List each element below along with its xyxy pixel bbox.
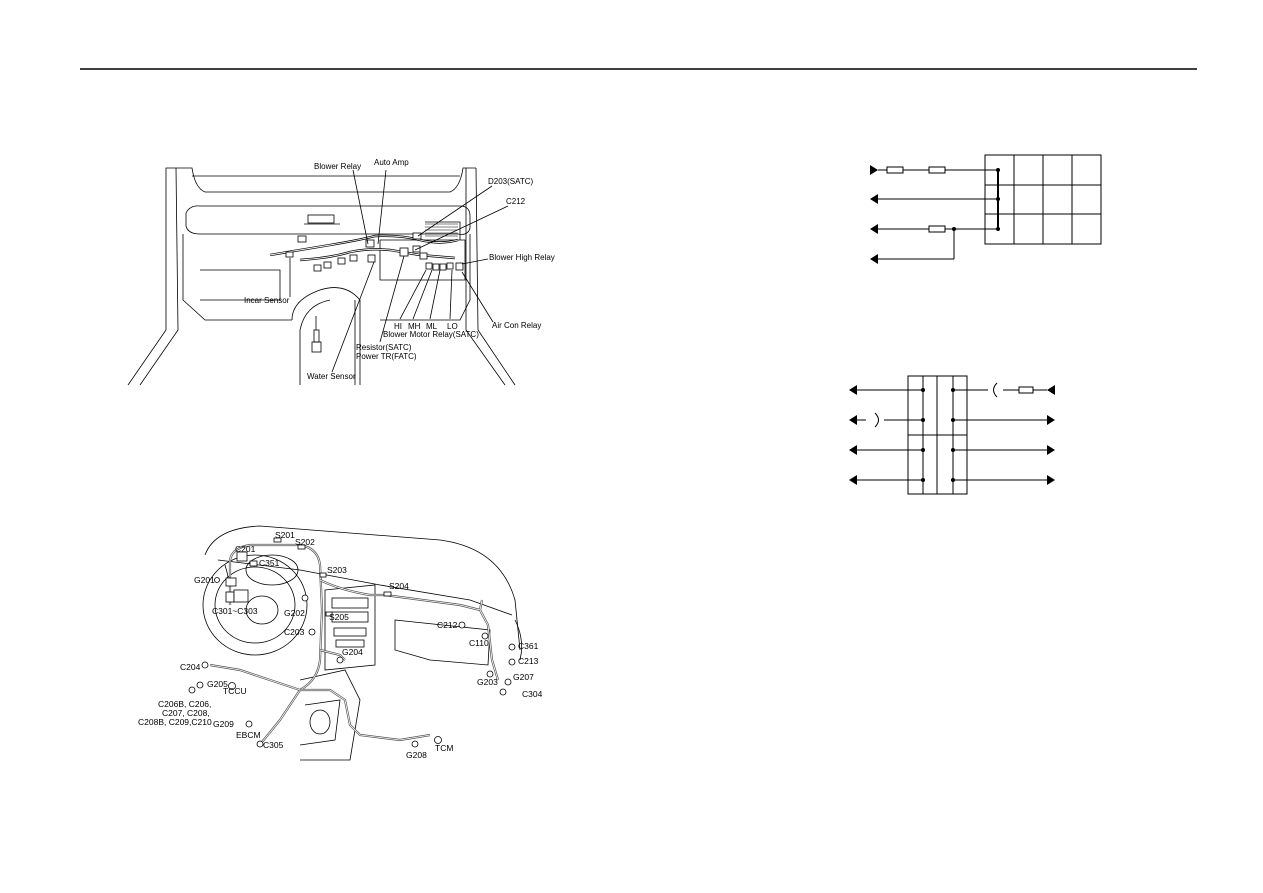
- label-s204: S204: [389, 581, 409, 591]
- label-c361: C361: [518, 641, 539, 651]
- label-c212-bottom: C212: [437, 620, 458, 630]
- label-mh: MH: [408, 322, 421, 331]
- label-resistor: Resistor(SATC): [356, 343, 412, 352]
- label-s203: S203: [327, 565, 347, 575]
- label-g205: G205: [207, 679, 228, 689]
- label-blower-high-relay: Blower High Relay: [489, 253, 555, 262]
- label-c110: C110: [469, 638, 489, 648]
- label-ml: ML: [426, 322, 438, 331]
- schematic-block-2: [849, 375, 1055, 495]
- label-c213: C213: [518, 656, 539, 666]
- label-hi: HI: [394, 322, 402, 331]
- label-water-sensor: Water Sensor: [307, 372, 356, 381]
- label-g208: G208: [406, 750, 427, 760]
- label-g207: G207: [513, 672, 534, 682]
- label-blower-motor-relay: Blower Motor Relay(SATC): [383, 330, 479, 339]
- harness-layout-figure: S201 S202 C201 C351 S203 G201 S204 C301~…: [138, 525, 543, 761]
- label-s202: S202: [295, 537, 315, 547]
- label-power-tr: Power TR(FATC): [356, 352, 417, 361]
- label-g204: G204: [342, 647, 363, 657]
- label-s201: S201: [275, 530, 295, 540]
- label-blower-relay: Blower Relay: [314, 162, 361, 171]
- label-s205: S205: [329, 612, 349, 622]
- label-c206-line2: C207, C208,: [162, 708, 210, 718]
- label-c203: C203: [284, 627, 305, 637]
- label-tccu: TCCU: [223, 686, 247, 696]
- label-c206-line3: C208B, C209,C210: [138, 717, 212, 727]
- label-c206-line1: C206B, C206,: [158, 699, 211, 709]
- label-lo: LO: [447, 322, 458, 331]
- label-auto-amp: Auto Amp: [374, 158, 409, 167]
- label-g201: G201: [194, 575, 215, 585]
- label-c304: C304: [522, 689, 543, 699]
- label-incar-sensor: Incar Sensor: [244, 296, 290, 305]
- label-g203: G203: [477, 677, 498, 687]
- label-c305: C305: [263, 740, 284, 750]
- label-g209: G209: [213, 719, 234, 729]
- label-d203: D203(SATC): [488, 177, 534, 186]
- label-air-con-relay: Air Con Relay: [492, 321, 541, 330]
- label-ebcm: EBCM: [236, 730, 261, 740]
- label-g202: G202: [284, 608, 305, 618]
- schematic-block-1: [870, 154, 1102, 264]
- label-c212-top: C212: [506, 197, 526, 206]
- dashboard-component-figure: Blower Relay Auto Amp D203(SATC) C212 Bl…: [127, 158, 555, 386]
- label-tcm: TCM: [435, 743, 453, 753]
- label-c301-c303: C301~C303: [212, 606, 258, 616]
- label-c204: C204: [180, 662, 201, 672]
- label-c351: C351: [259, 558, 280, 568]
- label-c201: C201: [235, 544, 256, 554]
